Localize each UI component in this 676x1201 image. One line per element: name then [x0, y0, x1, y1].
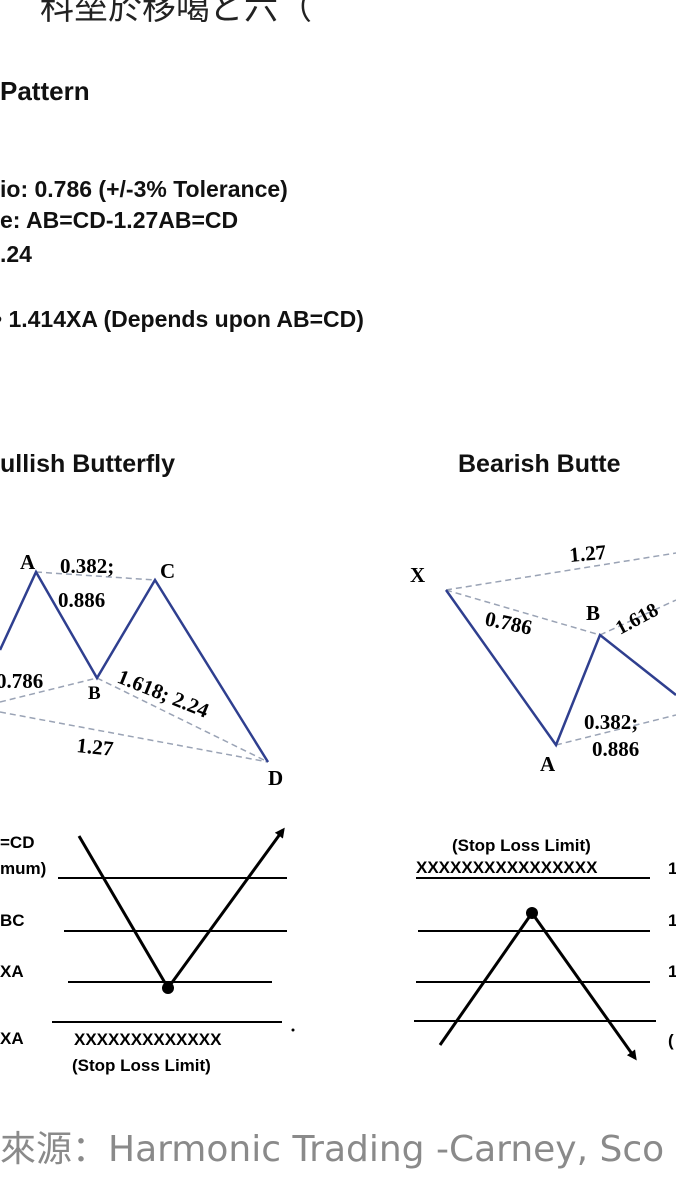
bullish-level-label-abcd: =CD	[0, 833, 34, 852]
bullish-dashed-lines	[0, 571, 269, 763]
bearish-level-down-arrow	[530, 912, 637, 1061]
bullish-level-lines	[52, 877, 287, 1023]
bullish-level-label-mum: mum)	[0, 859, 46, 878]
pattern-heading: Pattern	[0, 76, 90, 106]
bearish-title: Bearish Butte	[458, 450, 621, 478]
bullish-point-b: B	[88, 683, 101, 704]
bearish-level-label-1: 1	[668, 859, 676, 878]
rule-extension: .24	[0, 241, 32, 267]
bearish-level-label-3: 1	[668, 962, 676, 981]
bearish-level-lines	[414, 877, 656, 1022]
bearish-ratio-ac2: 0.886	[592, 737, 639, 761]
rule-abcd: e: AB=CD-1.27AB=CD	[0, 207, 239, 233]
bearish-ratio-ac1: 0.382;	[584, 710, 638, 734]
bearish-point-x: X	[410, 563, 425, 587]
bullish-level-label-bc: BC	[0, 911, 25, 930]
bearish-pattern-line	[444, 589, 676, 748]
bullish-point-d: D	[268, 766, 283, 790]
bullish-stop-x-line: XXXXXXXXXXXXX	[74, 1030, 222, 1049]
bullish-ratio-ac2: 0.886	[58, 588, 105, 612]
bullish-level-down-leg	[77, 835, 170, 989]
rule-xa: • 1.414XA (Depends upon AB=CD)	[0, 306, 364, 332]
bearish-level-up-leg	[438, 912, 534, 1046]
bullish-stop-label: (Stop Loss Limit)	[72, 1056, 211, 1075]
bearish-stop-label: (Stop Loss Limit)	[452, 836, 591, 855]
bullish-ratio-ac1: 0.382;	[60, 554, 114, 578]
bullish-level-label-xa-stop: XA	[0, 1029, 24, 1048]
bearish-point-b: B	[586, 601, 600, 625]
top-fragment: 科垒於移噶ど六（	[40, 0, 312, 27]
bullish-level-up-arrow	[166, 827, 285, 989]
bearish-point-a: A	[540, 752, 556, 776]
bearish-dashed-lines	[445, 552, 676, 746]
bearish-level-label-2: 1	[668, 911, 676, 930]
source-caption: 來源：Harmonic Trading -Carney, Sco	[0, 1129, 665, 1170]
bullish-stray-dot	[291, 1028, 295, 1032]
bearish-ratio-xb: 0.786	[483, 606, 534, 639]
bearish-ratio-xd: 1.27	[568, 540, 607, 567]
bearish-level-label-4: (	[668, 1031, 674, 1050]
bullish-pattern-line	[0, 569, 270, 763]
bullish-level-label-xa: XA	[0, 962, 24, 981]
bearish-ratio-bd: 1.618	[612, 599, 662, 640]
bullish-point-a: A	[20, 550, 36, 574]
bullish-ratio-xd: 1.27	[75, 733, 114, 761]
bullish-title: ullish Butterfly	[0, 450, 176, 478]
bearish-d-point-dot	[526, 907, 538, 919]
bullish-d-point-dot	[162, 982, 174, 994]
bullish-point-c: C	[160, 559, 175, 583]
bearish-stop-x-line: XXXXXXXXXXXXXXXX	[416, 858, 598, 877]
rule-ratio: io: 0.786 (+/-3% Tolerance)	[0, 176, 288, 202]
bullish-ratio-xb: 0.786	[0, 669, 43, 693]
